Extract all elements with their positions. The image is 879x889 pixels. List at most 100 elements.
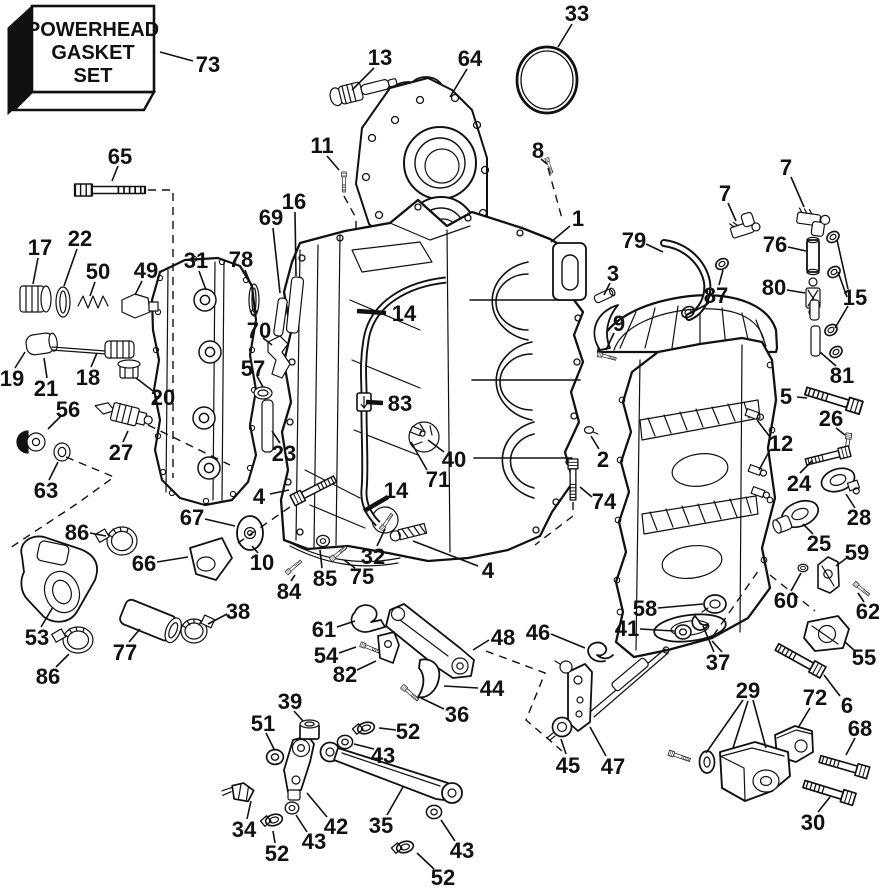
dashed-line-1 (343, 195, 357, 232)
leader-line-27 (122, 430, 129, 443)
leader-line-28 (845, 493, 856, 509)
leader-line-2 (590, 435, 600, 450)
callout-44: 44 (480, 676, 505, 701)
callout-86: 86 (65, 520, 89, 545)
callout-leader-lines (14, 23, 865, 870)
callout-43: 43 (371, 743, 395, 768)
leader-line-66 (156, 556, 189, 563)
leader-line-11 (326, 155, 340, 171)
leader-line-87 (718, 269, 724, 286)
leader-line-18 (90, 352, 98, 368)
leader-line-19 (14, 351, 26, 369)
leader-line-16 (294, 211, 297, 277)
leader-line-20 (135, 377, 154, 392)
leader-line-52 (378, 727, 397, 731)
callout-79: 79 (622, 228, 646, 253)
callout-70: 70 (247, 318, 271, 343)
oring-15a-art (824, 228, 842, 246)
dashed-line-5 (237, 506, 291, 544)
head-block-art (593, 294, 779, 659)
leader-line-17 (32, 257, 39, 285)
callout-8: 8 (532, 138, 544, 163)
callout-14: 14 (384, 478, 409, 503)
callout-45: 45 (556, 753, 580, 778)
leader-line-48 (472, 639, 490, 651)
tube-23-art (261, 399, 274, 453)
leader-line-43 (295, 814, 308, 833)
bolt-24-art (803, 445, 852, 468)
link-rod-47-art (554, 646, 670, 732)
leader-line-69 (272, 227, 281, 294)
callout-7: 7 (780, 155, 792, 180)
callout-85: 85 (313, 566, 337, 591)
leader-line-68 (845, 737, 856, 756)
leader-line-58 (657, 603, 704, 609)
leader-line-55 (844, 641, 856, 652)
dashed-line-6 (534, 502, 574, 546)
callout-57: 57 (241, 356, 265, 381)
clamp-38-art (180, 614, 216, 644)
callout-52: 52 (265, 841, 289, 866)
tube-76-art (806, 236, 820, 276)
callout-23: 23 (272, 441, 296, 466)
bolt-65-art (73, 182, 147, 198)
callout-53: 53 (25, 625, 49, 650)
leader-line-60 (790, 572, 802, 592)
washer-43b-art (284, 801, 300, 815)
callout-80: 80 (762, 275, 786, 300)
callout-37: 37 (706, 650, 730, 675)
leader-line-73 (159, 51, 194, 62)
bleed-fittings-12-art (744, 408, 771, 499)
callout-24: 24 (787, 471, 812, 496)
clamp-86b-art (51, 626, 94, 654)
leader-line-8 (540, 158, 548, 165)
lever-48-art (385, 603, 475, 679)
leader-line-21 (43, 357, 48, 379)
callout-71: 71 (426, 467, 450, 492)
callout-48: 48 (491, 625, 515, 650)
leader-line-59 (835, 556, 849, 567)
oring-60-art (797, 563, 809, 573)
callout-82: 82 (333, 662, 357, 687)
cone-66-art (189, 537, 233, 581)
cable-18-art (25, 332, 135, 359)
oring-15d-art (827, 343, 845, 361)
callout-14: 14 (392, 301, 417, 326)
callout-20: 20 (151, 385, 175, 410)
callout-78: 78 (229, 247, 253, 272)
leader-line-76 (787, 246, 807, 252)
washer-51-art (265, 748, 285, 766)
washer-67-art (236, 515, 264, 551)
bolt-11-art (341, 171, 347, 193)
bolt-68-art (817, 752, 871, 780)
callout-60: 60 (774, 588, 798, 613)
tube-16-art (285, 276, 305, 334)
muffler-53-art (20, 535, 98, 623)
lever-42-art (283, 735, 315, 801)
temp-sensor-art (329, 78, 398, 107)
callout-4: 4 (253, 484, 266, 509)
leader-line-7 (727, 202, 737, 222)
leader-line-36 (420, 697, 445, 710)
hose-14-art (356, 276, 447, 527)
callout-69: 69 (259, 205, 283, 230)
dashed-line-8 (712, 566, 762, 637)
callout-34: 34 (232, 817, 257, 842)
callout-63: 63 (34, 478, 58, 503)
callout-33: 33 (565, 1, 589, 26)
callout-46: 46 (526, 620, 550, 645)
leader-line-56 (47, 415, 62, 430)
callout-43: 43 (450, 838, 474, 863)
leader-line-1 (550, 225, 571, 243)
leader-line-22 (63, 248, 78, 287)
callout-30: 30 (801, 810, 825, 835)
clamp-52a-art (350, 719, 377, 738)
callout-26: 26 (819, 406, 843, 431)
callout-43: 43 (302, 829, 326, 854)
callout-54: 54 (314, 643, 339, 668)
callout-50: 50 (86, 259, 110, 284)
fitting-7b-art (796, 207, 831, 237)
leader-line-50 (89, 281, 96, 297)
leader-line-75 (343, 559, 356, 569)
callout-52: 52 (431, 865, 455, 889)
